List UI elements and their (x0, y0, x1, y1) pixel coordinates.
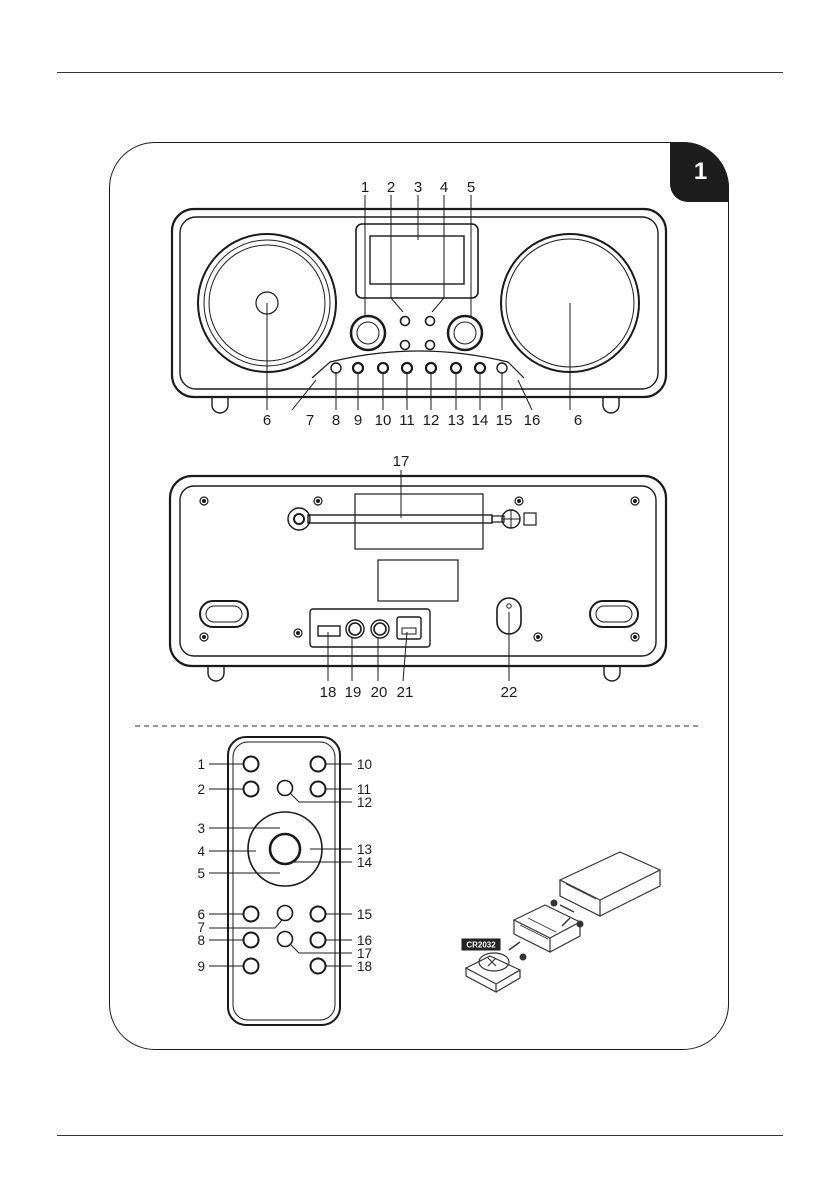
back-label-18: 18 (320, 684, 337, 701)
back-labels: 17 18 19 20 21 22 (320, 453, 518, 701)
remote-control (209, 737, 352, 1025)
front-label-1: 1 (361, 179, 369, 196)
front-label-5: 5 (467, 179, 475, 196)
remote-label-8: 8 (197, 933, 205, 948)
front-label-8: 8 (332, 412, 340, 429)
front-label-16: 16 (524, 412, 541, 429)
front-label-12: 12 (423, 412, 440, 429)
back-label-17: 17 (393, 453, 410, 470)
battery-type-label: CR2032 (466, 941, 496, 950)
remote-labels: 1 2 3 4 5 6 7 8 9 10 11 12 13 14 15 16 1… (197, 757, 372, 974)
radio-back-view (170, 470, 666, 681)
front-label-15: 15 (496, 412, 513, 429)
remote-label-9: 9 (197, 959, 205, 974)
front-label-6-left: 6 (263, 412, 271, 429)
back-label-20: 20 (371, 684, 388, 701)
remote-label-3: 3 (197, 821, 205, 836)
front-label-3: 3 (414, 179, 422, 196)
radio-front-view (172, 195, 666, 413)
remote-label-4: 4 (197, 844, 205, 859)
remote-label-10: 10 (357, 757, 372, 772)
back-label-21: 21 (397, 684, 414, 701)
front-label-14: 14 (472, 412, 489, 429)
front-label-13: 13 (448, 412, 465, 429)
front-label-9: 9 (354, 412, 362, 429)
remote-label-12: 12 (357, 795, 372, 810)
remote-label-2: 2 (197, 782, 205, 797)
front-label-4: 4 (440, 179, 448, 196)
back-label-22: 22 (501, 684, 518, 701)
front-label-2: 2 (387, 179, 395, 196)
battery-replacement-illustration (462, 852, 660, 992)
remote-label-15: 15 (357, 907, 372, 922)
remote-label-1: 1 (197, 757, 205, 772)
front-label-7: 7 (306, 412, 314, 429)
remote-label-18: 18 (357, 959, 372, 974)
front-label-10: 10 (375, 412, 392, 429)
remote-label-14: 14 (357, 855, 373, 870)
back-label-19: 19 (345, 684, 362, 701)
front-label-6-right: 6 (574, 412, 582, 429)
remote-label-5: 5 (197, 866, 205, 881)
front-label-11: 11 (399, 412, 415, 429)
